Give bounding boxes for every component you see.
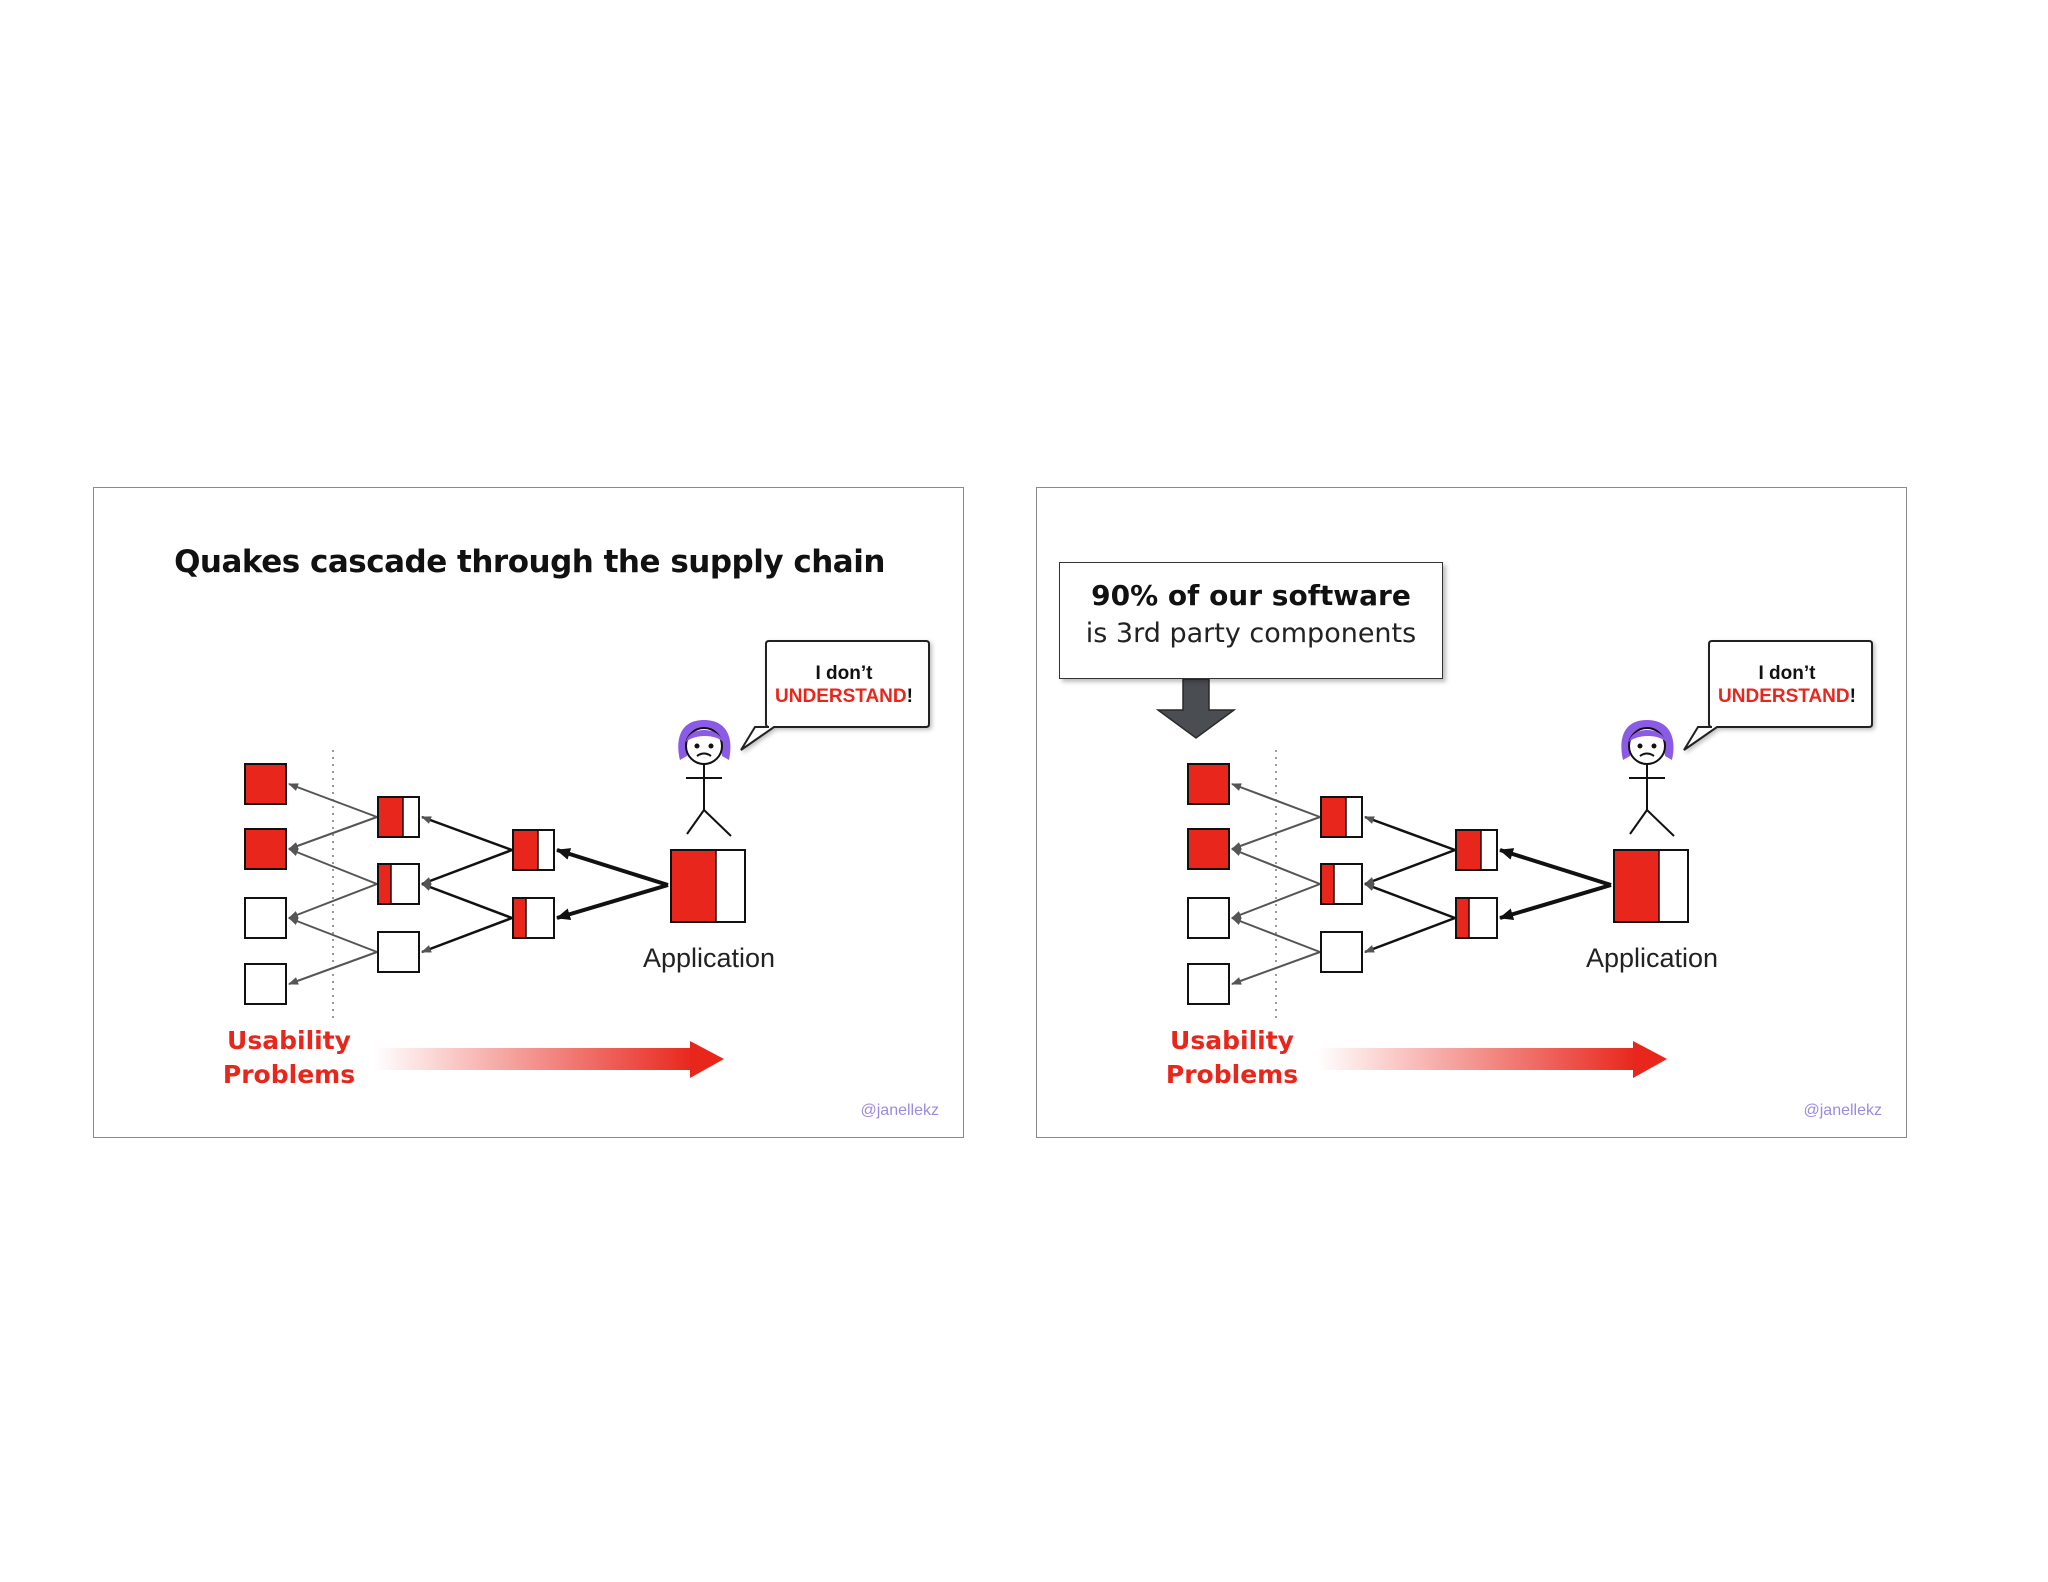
component-box — [377, 931, 420, 973]
slide-2: 90% of our software is 3rd party compone… — [1036, 487, 1907, 1138]
speech-bubble-icon — [740, 640, 930, 751]
component-box — [1320, 931, 1363, 973]
application-label: Application — [642, 943, 776, 973]
component-box — [244, 963, 287, 1005]
speech-bubble-text: I don’t UNDERSTAND! — [769, 662, 919, 708]
supply-chain-diagram — [1155, 640, 1873, 1078]
callout-line-1: 90% of our software — [1091, 579, 1411, 612]
slide-1: Quakes cascade through the supply chain … — [93, 487, 964, 1138]
dependency-arrows — [288, 783, 378, 985]
bubble-line-1: I don’t — [815, 663, 873, 684]
right-gradient-arrow-icon — [1317, 1041, 1667, 1078]
component-box — [1187, 897, 1230, 939]
component-box — [1187, 828, 1230, 870]
speech-bubble-text: I don’t UNDERSTAND! — [1712, 662, 1862, 708]
component-box — [244, 897, 287, 939]
bubble-understand: UNDERSTAND — [1718, 686, 1850, 707]
right-gradient-arrow-icon — [374, 1041, 724, 1078]
stick-figure-icon — [1621, 720, 1675, 837]
component-box — [244, 828, 287, 870]
usability-problems-label: Usability Problems — [194, 1024, 384, 1092]
bubble-understand: UNDERSTAND — [775, 686, 907, 707]
usability-line-1: Usability — [227, 1026, 351, 1055]
component-box — [244, 763, 287, 805]
usability-problems-label: Usability Problems — [1137, 1024, 1327, 1092]
down-arrow-icon — [1155, 678, 1237, 739]
slide-title: Quakes cascade through the supply chain — [174, 544, 885, 580]
speech-bubble-icon — [1683, 640, 1873, 751]
stick-figure-icon — [678, 720, 732, 837]
supply-chain-diagram — [244, 640, 930, 1078]
component-box — [1187, 763, 1230, 805]
usability-line-2: Problems — [1165, 1060, 1299, 1089]
application-label: Application — [1585, 943, 1719, 973]
callout-box: 90% of our software is 3rd party compone… — [1059, 562, 1443, 679]
bubble-line-1: I don’t — [1758, 663, 1816, 684]
bubble-exclaim: ! — [906, 686, 913, 707]
bubble-exclaim: ! — [1849, 686, 1856, 707]
author-handle: @janellekz — [860, 1102, 940, 1119]
callout-line-2: is 3rd party components — [1085, 618, 1417, 649]
component-box — [1187, 963, 1230, 1005]
usability-line-2: Problems — [222, 1060, 356, 1089]
usability-line-1: Usability — [1170, 1026, 1294, 1055]
author-handle: @janellekz — [1803, 1102, 1883, 1119]
